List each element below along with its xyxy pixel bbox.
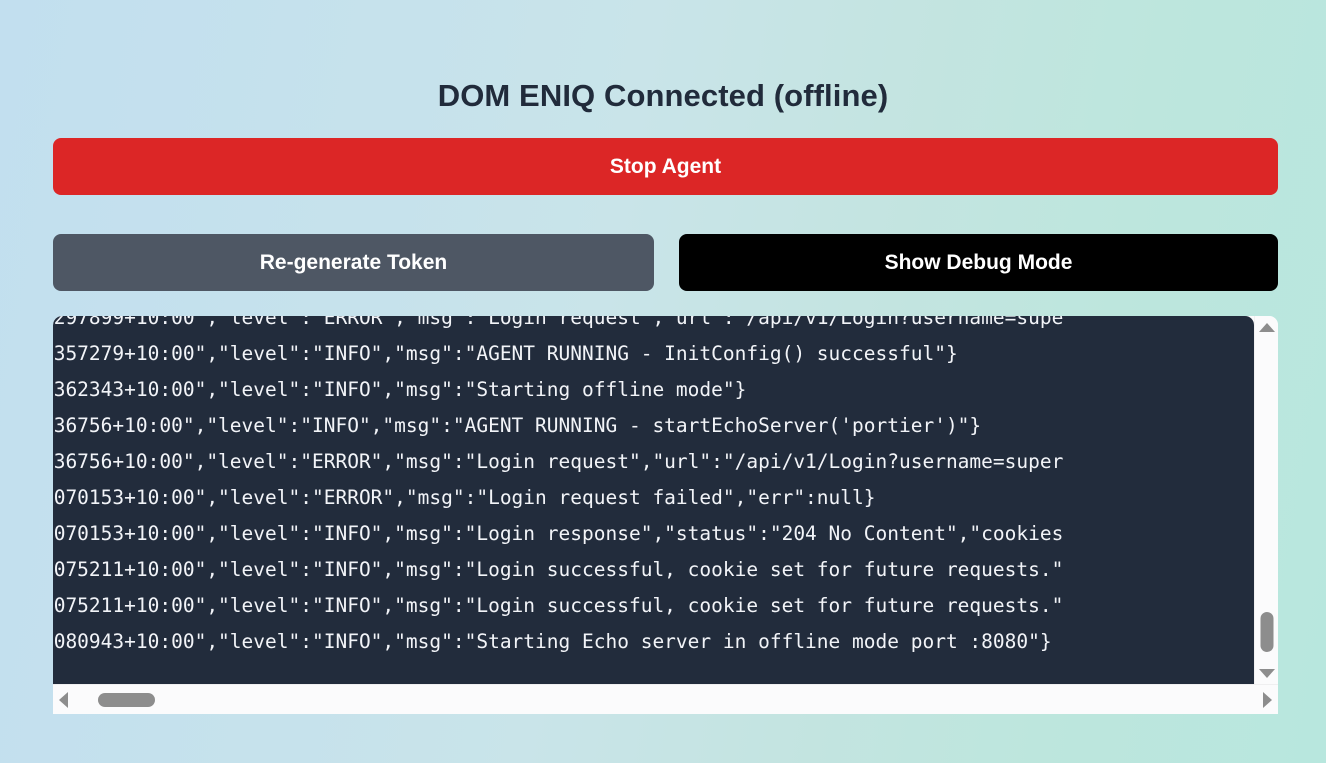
page-title: DOM ENIQ Connected (offline) (437, 77, 889, 113)
log-line: :53.3070153+10:00","level":"ERROR","msg"… (53, 486, 876, 509)
stop-agent-button[interactable]: Stop Agent (53, 138, 1278, 195)
log-line: :51.936756+10:00","level":"ERROR","msg":… (53, 450, 1064, 473)
log-line-list: :55.4297899+10:00","level":"ERROR","msg"… (53, 316, 1254, 660)
scroll-down-arrow-icon[interactable] (1258, 669, 1275, 678)
horizontal-scrollbar[interactable] (53, 684, 1278, 714)
scroll-right-arrow-icon[interactable] (1263, 691, 1272, 708)
log-line: :53.3080943+10:00","level":"INFO","msg":… (53, 630, 1052, 653)
horizontal-scrollbar-thumb[interactable] (98, 692, 155, 707)
log-line: :51.9362343+10:00","level":"INFO","msg":… (53, 378, 747, 401)
log-line: :53.3075211+10:00","level":"INFO","msg":… (53, 558, 1064, 581)
scroll-up-arrow-icon[interactable] (1258, 323, 1275, 332)
log-text-area[interactable]: :55.4297899+10:00","level":"ERROR","msg"… (53, 316, 1254, 684)
scroll-left-arrow-icon[interactable] (59, 691, 68, 708)
regenerate-token-button[interactable]: Re-generate Token (53, 234, 654, 291)
vertical-scrollbar[interactable] (1254, 316, 1278, 684)
log-viewer: :55.4297899+10:00","level":"ERROR","msg"… (53, 316, 1278, 714)
log-line: :51.9357279+10:00","level":"INFO","msg":… (53, 342, 958, 365)
show-debug-mode-button[interactable]: Show Debug Mode (679, 234, 1278, 291)
log-line: :55.4297899+10:00","level":"ERROR","msg"… (53, 316, 1064, 329)
log-line: :53.3070153+10:00","level":"INFO","msg":… (53, 522, 1064, 545)
log-line: :51.936756+10:00","level":"INFO","msg":"… (53, 414, 982, 437)
vertical-scrollbar-thumb[interactable] (1260, 612, 1273, 652)
log-line: :53.3075211+10:00","level":"INFO","msg":… (53, 594, 1064, 617)
